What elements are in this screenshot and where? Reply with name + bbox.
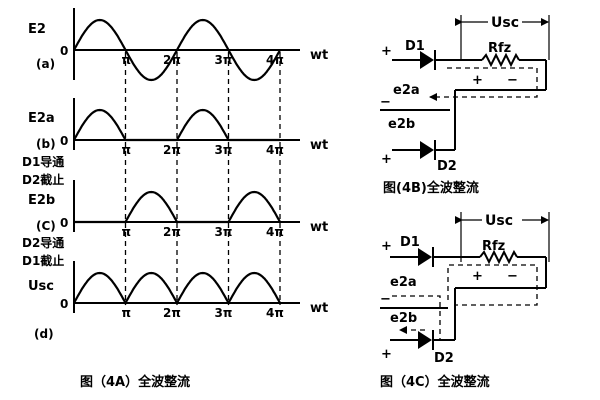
caption-4a: 图（4A）全波整流: [80, 374, 190, 390]
cond-off-2: D2截止: [22, 172, 64, 187]
plus-top-c: +: [381, 239, 392, 254]
circuit-4c: Usc + D1 Rfz + − e2a − e2b + D2: [380, 212, 550, 366]
tick-label-4-3: 3π: [215, 306, 233, 320]
plus-top: +: [381, 44, 392, 59]
r-minus: −: [507, 73, 518, 88]
resistor-rfz-c: [479, 249, 518, 265]
plus-bottom: +: [381, 152, 392, 167]
tick-label-3-1: π: [122, 225, 132, 239]
x-label-2: wt: [310, 138, 328, 153]
wave-ylabel-3: E2b: [28, 193, 55, 208]
circuit-4b: Usc + D1 Rfz + − e2a − e2b + D2: [380, 15, 550, 174]
e2b-label-c: e2b: [390, 311, 417, 326]
plus-bottom-c: +: [381, 347, 392, 362]
current-path-d1: [429, 67, 538, 101]
cond-on-2: D1导通: [22, 154, 64, 169]
waveform-2: [73, 108, 280, 142]
wave-tag-3: (C): [36, 219, 56, 233]
d1-label: D1: [405, 39, 425, 54]
tick-label-4-2: 2π: [163, 306, 181, 320]
current-path-tap-c: [392, 295, 441, 340]
tick-label-1-2: 2π: [163, 53, 181, 67]
waveform-4: [73, 271, 281, 306]
tick-label-4-1: π: [122, 306, 132, 320]
waveform-1: [73, 18, 281, 82]
resistor-rfz: [481, 52, 520, 68]
tick-label-1-1: π: [122, 53, 132, 67]
tick-label-1-4: 4π: [266, 53, 284, 67]
tick-label-2-3: 3π: [215, 143, 233, 157]
diode-d1: [420, 51, 434, 69]
minus-mid-c: −: [380, 292, 391, 307]
tick-label-2-4: 4π: [266, 143, 284, 157]
diode-d2-c: [418, 331, 432, 349]
diode-d1-c: [418, 248, 432, 266]
caption-4b: 图(4B)全波整流: [383, 180, 479, 196]
wave-tag-1: (a): [36, 57, 55, 71]
wave-tag-4: (d): [34, 327, 54, 341]
r-plus: +: [472, 73, 483, 88]
zero-label-1: 0: [60, 44, 68, 58]
usc-label: Usc: [491, 15, 519, 31]
zero-label-4: 0: [60, 297, 68, 311]
wave-ylabel-2: E2a: [28, 111, 55, 126]
diode-d2: [420, 141, 434, 159]
rfz-label-c: Rfz: [482, 239, 505, 254]
tick-label-2-1: π: [122, 143, 132, 157]
wave-tag-2: (b): [36, 137, 56, 151]
x-label-4: wt: [310, 301, 328, 316]
r-plus-c: +: [472, 269, 483, 284]
waveform-3: [74, 190, 281, 224]
cond-on-3: D2导通: [22, 235, 64, 250]
d2-label-c: D2: [434, 351, 454, 366]
wave-ylabel-4: Usc: [28, 279, 54, 294]
d2-label: D2: [437, 159, 457, 174]
tick-label-4-4: 4π: [266, 306, 284, 320]
x-label-1: wt: [310, 48, 328, 63]
r-minus-c: −: [507, 269, 518, 284]
tick-label-3-4: 4π: [266, 225, 284, 239]
zero-label-3: 0: [60, 216, 68, 230]
d1-label-c: D1: [400, 235, 420, 250]
rfz-label: Rfz: [488, 41, 511, 56]
tick-label-3-3: 3π: [215, 225, 233, 239]
zero-label-2: 0: [60, 134, 68, 148]
tick-label-1-3: 3π: [215, 53, 233, 67]
x-label-3: wt: [310, 220, 328, 235]
cond-off-3: D1截止: [22, 253, 64, 268]
tick-label-3-2: 2π: [163, 225, 181, 239]
tick-label-2-2: 2π: [163, 143, 181, 157]
e2b-label: e2b: [388, 117, 415, 132]
usc-label-c: Usc: [485, 213, 513, 229]
minus-mid: −: [380, 95, 391, 110]
e2a-label-c: e2a: [390, 275, 417, 290]
caption-4c: 图（4C）全波整流: [380, 374, 490, 390]
current-path-d2-c: [447, 264, 538, 306]
wave-ylabel-1: E2: [28, 22, 46, 37]
e2a-label: e2a: [393, 83, 420, 98]
